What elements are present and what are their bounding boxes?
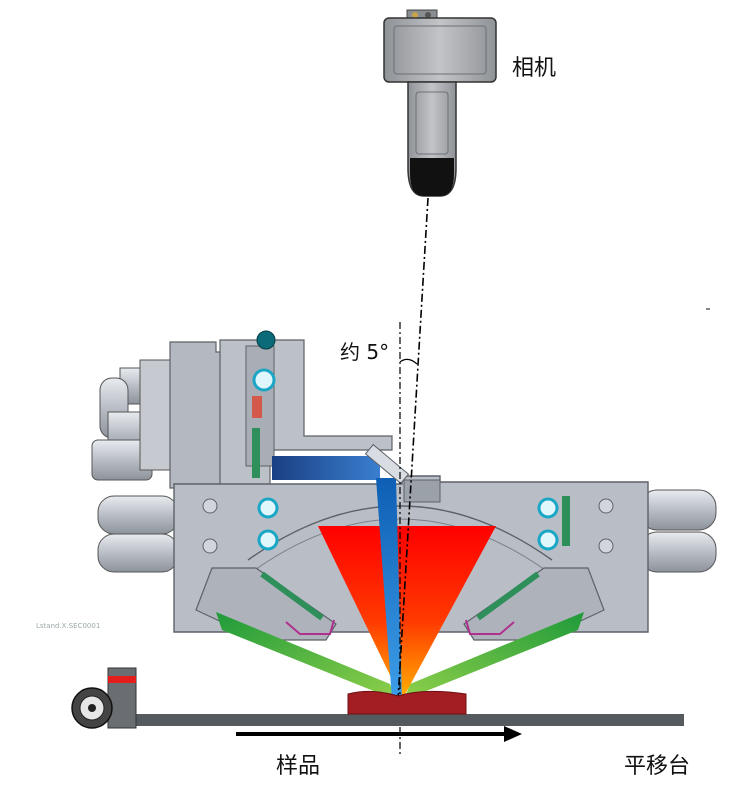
blue-beam-vertical xyxy=(376,478,402,700)
right-air-fittings xyxy=(639,489,717,573)
camera-icon xyxy=(383,9,497,197)
green-beam-right xyxy=(404,612,584,700)
light-beams xyxy=(216,443,584,700)
left-air-fittings xyxy=(91,359,179,573)
motion-arrow xyxy=(236,726,522,742)
blue-beam-horizontal xyxy=(272,456,380,480)
camera-label: 相机 xyxy=(512,56,557,81)
sample-label: 样品 xyxy=(276,754,321,779)
optical-axes xyxy=(397,197,429,754)
translation-stage-label: 平移台 xyxy=(624,754,691,779)
red-beam-cone xyxy=(318,526,496,700)
part-number-label: Lstand.X.SEC0001 xyxy=(36,622,101,630)
sample xyxy=(347,690,467,715)
angle-label: 约 5° xyxy=(340,340,390,364)
green-beam-left xyxy=(216,612,396,700)
mirror-icon xyxy=(364,443,410,485)
translation-stage xyxy=(71,667,684,729)
stray-mark xyxy=(706,308,710,310)
wheel-icon xyxy=(71,687,113,729)
